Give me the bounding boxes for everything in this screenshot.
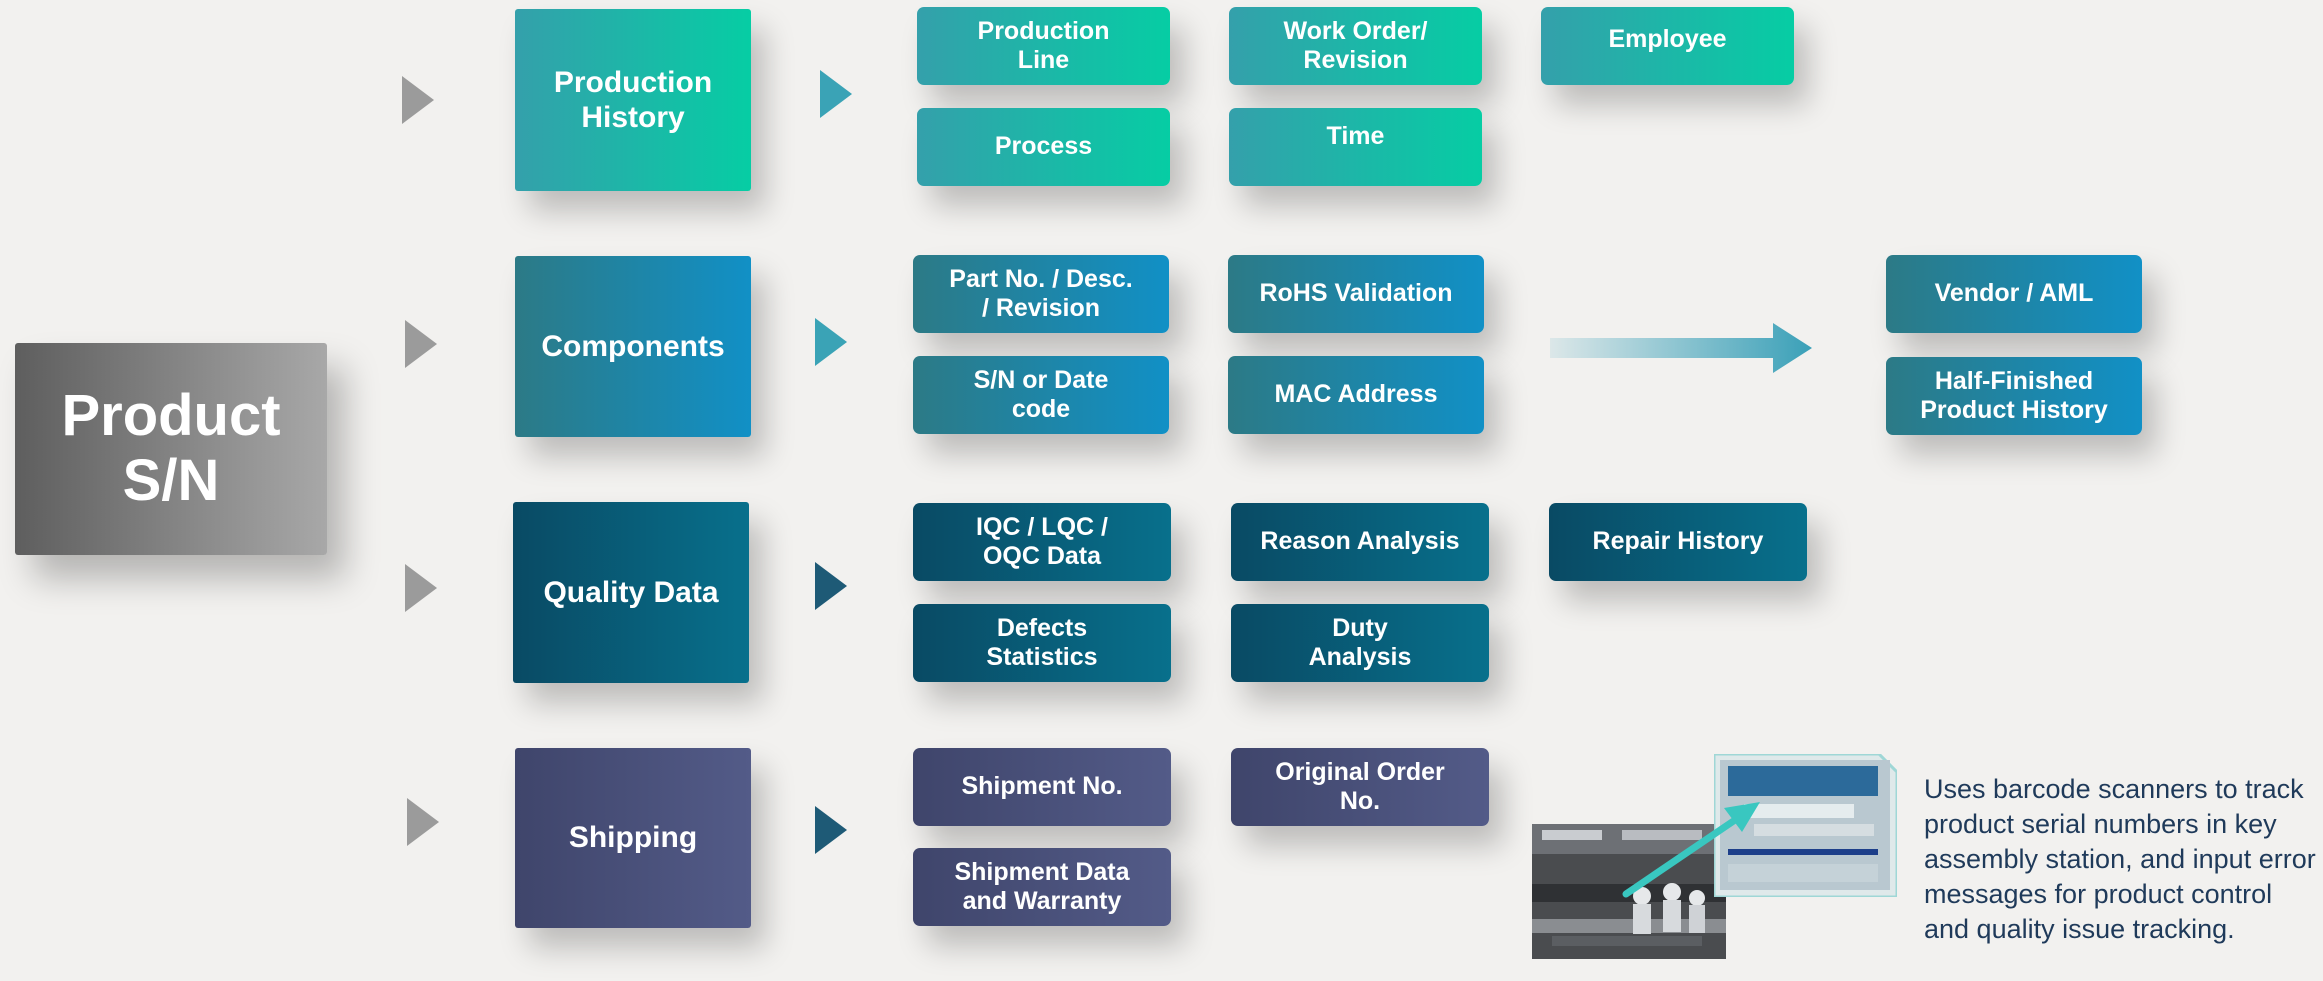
item-original-order-no: Original Order No. bbox=[1231, 748, 1489, 826]
item-vendor-aml: Vendor / AML bbox=[1886, 255, 2142, 333]
item-process: Process bbox=[917, 108, 1170, 186]
item-reason-analysis: Reason Analysis bbox=[1231, 503, 1489, 581]
item-time: Time bbox=[1229, 108, 1482, 186]
item-employee: Employee bbox=[1541, 7, 1794, 85]
item-sn-or-date-code: S/N or Date code bbox=[913, 356, 1169, 434]
scan-arrow-icon bbox=[1622, 802, 1760, 898]
item-production-line: Production Line bbox=[917, 7, 1170, 85]
item-iqc-lqc-oqc-data: IQC / LQC / OQC Data bbox=[913, 503, 1171, 581]
arrow-production-items-icon bbox=[820, 70, 852, 118]
item-work-order-revision: Work Order/ Revision bbox=[1229, 7, 1482, 85]
item-half-finished-product-history: Half-Finished Product History bbox=[1886, 357, 2142, 435]
category-shipping: Shipping bbox=[515, 748, 751, 928]
arrow-components-items-icon bbox=[815, 318, 847, 366]
product-sn-box: Product S/N bbox=[15, 343, 327, 555]
scanner-screen-photo-icon bbox=[1714, 754, 1897, 897]
item-duty-analysis: Duty Analysis bbox=[1231, 604, 1489, 682]
category-components: Components bbox=[515, 256, 751, 437]
arrow-to-production-icon bbox=[402, 76, 434, 124]
arrow-to-shipping-icon bbox=[407, 798, 439, 846]
arrow-to-components-icon bbox=[405, 320, 437, 368]
category-quality-data: Quality Data bbox=[513, 502, 749, 683]
item-defects-statistics: Defects Statistics bbox=[913, 604, 1171, 682]
description-text: Uses barcode scanners to track product s… bbox=[1924, 774, 2316, 944]
item-mac-address: MAC Address bbox=[1228, 356, 1484, 434]
arrow-quality-items-icon bbox=[815, 562, 847, 610]
item-part-no-desc-revision: Part No. / Desc. / Revision bbox=[913, 255, 1169, 333]
category-production-history: Production History bbox=[515, 9, 751, 191]
item-rohs-validation: RoHS Validation bbox=[1228, 255, 1484, 333]
arrow-shipping-items-icon bbox=[815, 806, 847, 854]
item-repair-history: Repair History bbox=[1549, 503, 1807, 581]
item-shipment-data-warranty: Shipment Data and Warranty bbox=[913, 848, 1171, 926]
item-shipment-no: Shipment No. bbox=[913, 748, 1171, 826]
arrow-to-extended-items-icon bbox=[1550, 323, 1812, 373]
arrow-to-quality-icon bbox=[405, 564, 437, 612]
